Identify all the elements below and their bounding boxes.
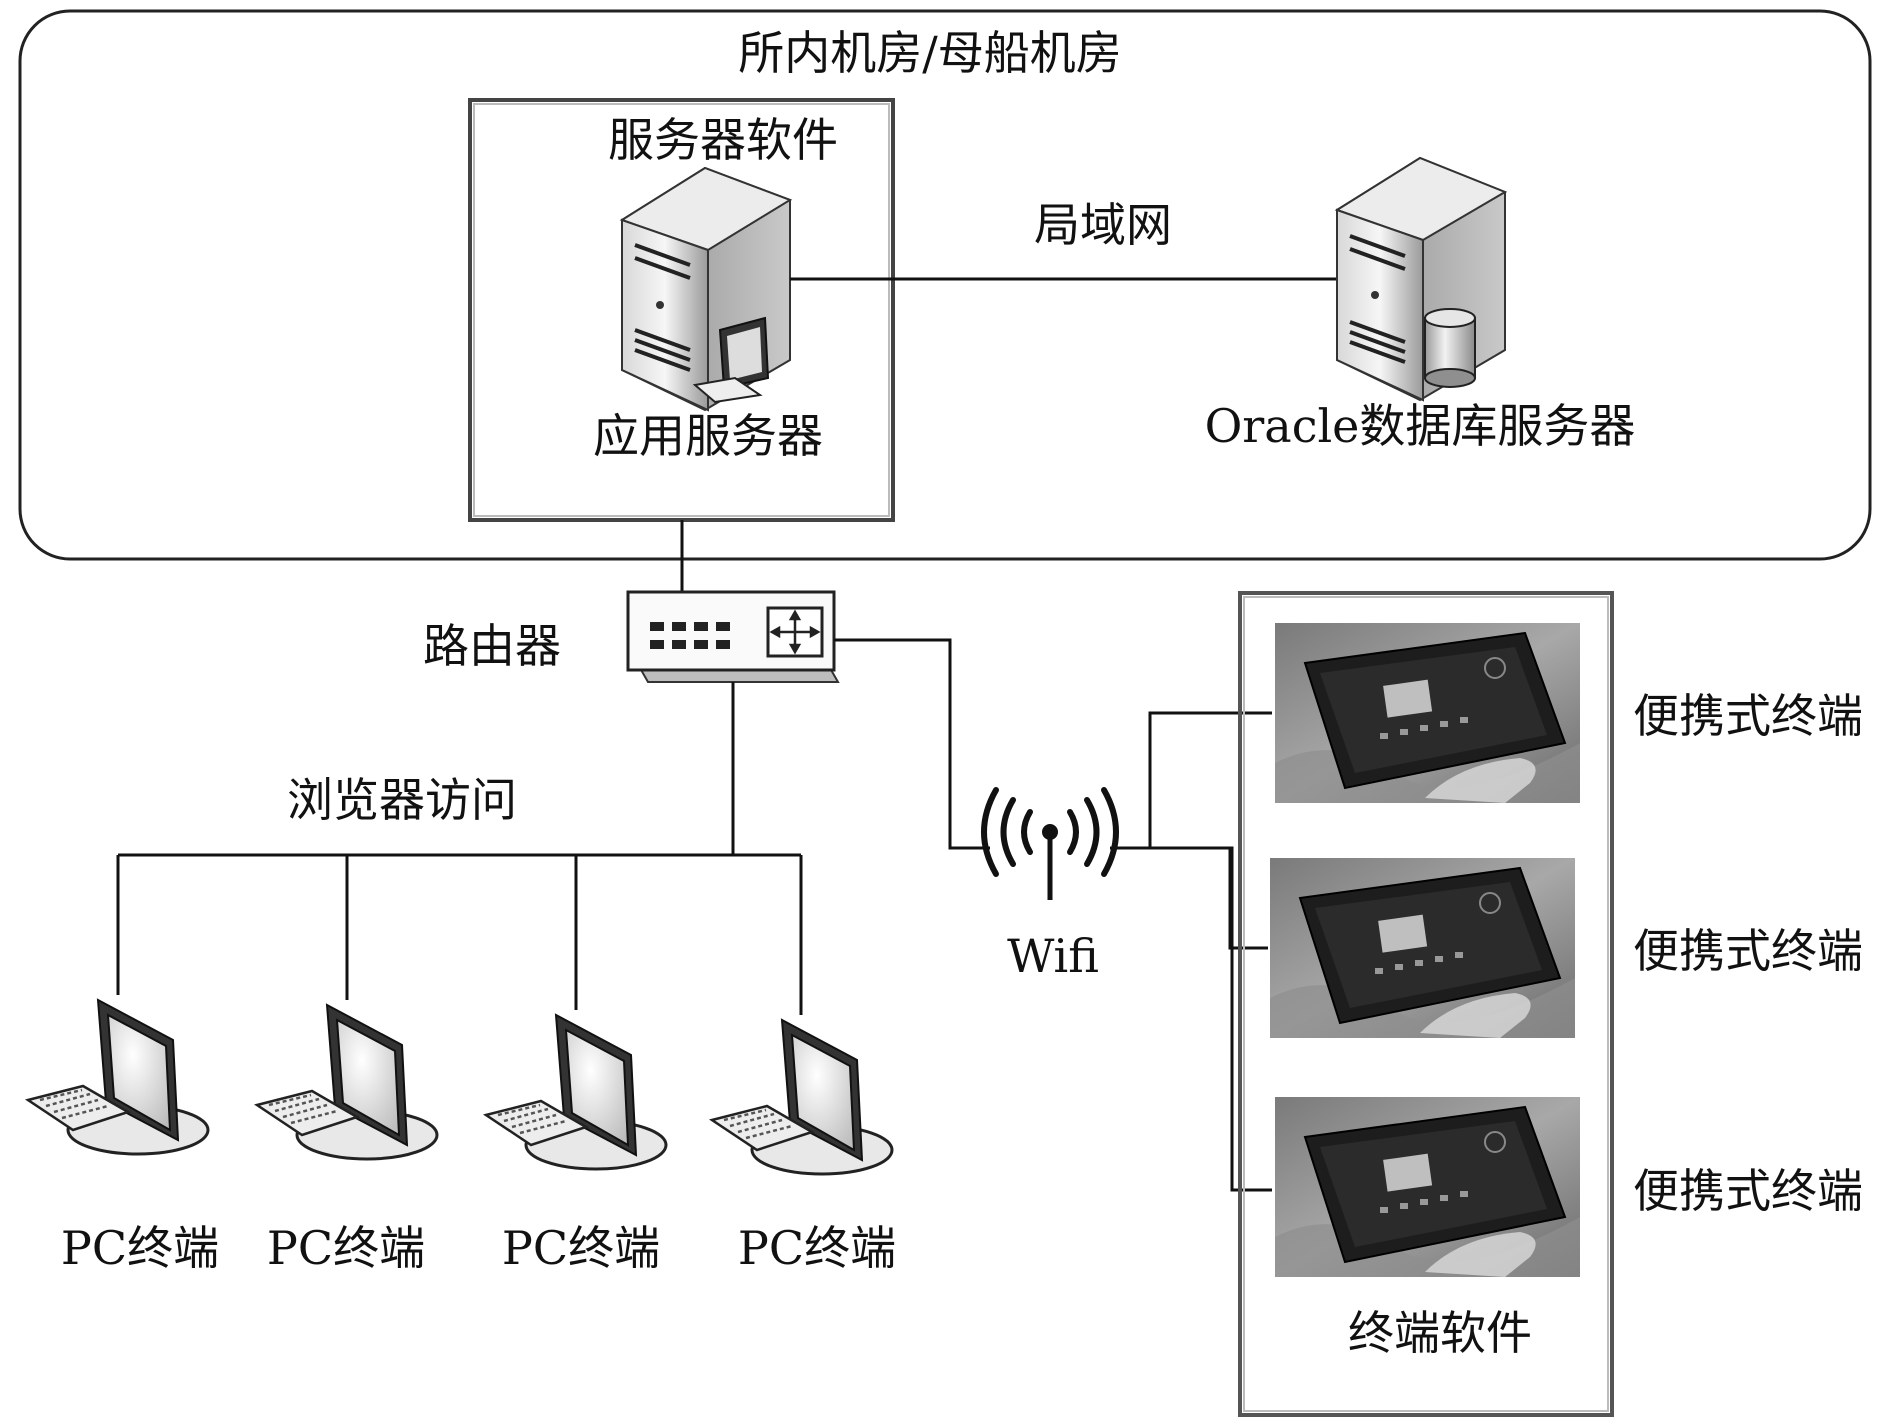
tablet-terminal-icon [1274, 622, 1581, 804]
pc-terminal-label: PC终端 [60, 1221, 220, 1275]
server-software-title: 服务器软件 [608, 113, 838, 167]
server-room-title: 所内机房/母船机房 [738, 26, 1122, 80]
pc-terminal-icon [255, 1003, 439, 1161]
tablet-terminal-icon [1274, 1096, 1581, 1278]
browser-access-label: 浏览器访问 [287, 773, 517, 827]
pc-terminal-label: PC终端 [266, 1221, 426, 1275]
server-room-frame [18, 9, 1872, 561]
app-server-label: 应用服务器 [593, 409, 823, 463]
wifi-label: Wifi [1007, 929, 1099, 983]
portable-terminal-label: 便携式终端 [1633, 1164, 1863, 1218]
lan-label: 局域网 [1034, 198, 1172, 252]
portable-terminal-label: 便携式终端 [1633, 924, 1863, 978]
db-server-icon [1334, 156, 1508, 402]
wifi-antenna-icon [981, 787, 1119, 900]
app-server-icon [619, 166, 793, 412]
pc-terminal-icon [710, 1018, 894, 1176]
db-server-label: Oracle数据库服务器 [1204, 399, 1636, 453]
terminal-software-title: 终端软件 [1348, 1306, 1532, 1360]
pc-terminal-icon [484, 1013, 668, 1171]
pc-terminal-icon [26, 998, 210, 1156]
portable-terminal-label: 便携式终端 [1633, 689, 1863, 743]
pc-terminal-label: PC终端 [501, 1221, 661, 1275]
router-icon [626, 590, 840, 683]
tablet-terminal-icon [1269, 857, 1576, 1039]
terminal-software-frame [1238, 591, 1614, 1417]
router-label: 路由器 [423, 619, 561, 673]
pc-terminal-label: PC终端 [737, 1221, 897, 1275]
